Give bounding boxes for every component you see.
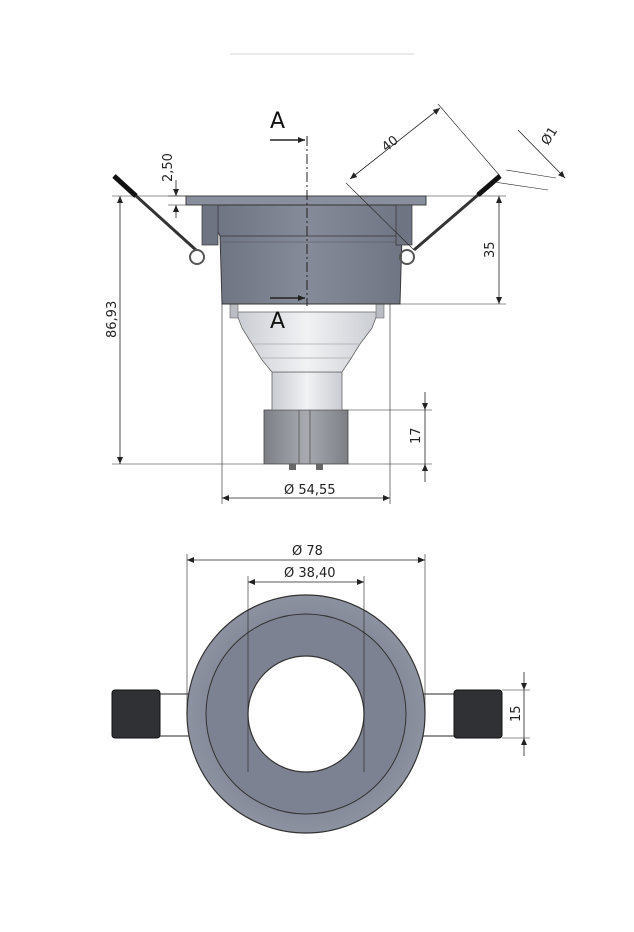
dim-flange-thickness: 2,50 bbox=[161, 153, 176, 182]
housing bbox=[185, 195, 427, 305]
section-label-top: A bbox=[270, 109, 285, 134]
clip-block-right bbox=[453, 689, 503, 739]
top-view: Ø 78 Ø 38,40 15 bbox=[111, 544, 530, 834]
dim-total-height: 86,93 bbox=[105, 301, 120, 338]
dim-body-diameter: Ø 54,55 bbox=[284, 483, 336, 498]
dim-wire-diameter: Ø1 bbox=[539, 124, 562, 148]
dim-clip-width: 15 bbox=[509, 705, 524, 722]
section-label-bottom: A bbox=[270, 309, 285, 334]
clip-block-left bbox=[111, 689, 161, 739]
dim-base-height: 17 bbox=[409, 427, 424, 444]
center-hole bbox=[247, 655, 365, 773]
lamp-bulb bbox=[229, 303, 385, 411]
spring-clip-left bbox=[112, 174, 205, 265]
spring-clip-right bbox=[399, 174, 502, 265]
base-socket bbox=[263, 409, 349, 470]
dim-inner-diameter: Ø 38,40 bbox=[284, 566, 336, 581]
dim-clip-length: 40 bbox=[379, 133, 401, 155]
dim-housing-height: 35 bbox=[483, 241, 498, 258]
dim-outer-diameter: Ø 78 bbox=[292, 544, 323, 559]
side-view: A A 2,50 86,93 35 17 Ø 54,55 40 bbox=[105, 103, 566, 504]
